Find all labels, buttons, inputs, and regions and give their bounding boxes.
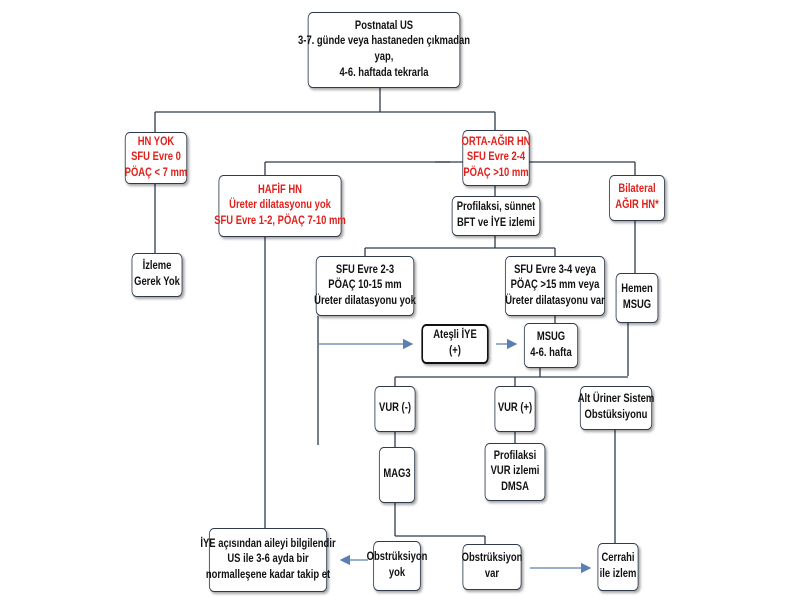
node-msug-line-1: MSUG [536,330,566,343]
node-hn-yok: HN YOK SFU Evre 0 PÖAÇ < 7 mm [125,132,187,184]
node-cerrahi-izlem: Cerrahi ile izlem [597,543,639,591]
node-profilaksi-bft-line-2: BFT ve İYE izlemi [456,217,536,229]
node-obs-yok-line-1: Obstrüksiyon [366,551,428,564]
node-obs-yok-line-2: yok [388,567,406,579]
node-sfu23-line-1: SFU Evre 2-3 [335,263,395,276]
node-izleme-gerek-yok: İzleme Gerek Yok [131,253,183,297]
node-hemen-msug: Hemen MSUG [615,273,659,323]
node-sfu-evre-2-3: SFU Evre 2-3 PÖAÇ 10-15 mm Üreter dilata… [314,256,416,316]
node-orta-agir-line-1: ORTA-AĞIR HN [461,135,531,148]
node-obstruksiyon-var: Obstrüksiyon var [461,544,523,590]
node-orta-agir-line-3: PÖAÇ >10 mm [463,166,529,179]
node-hemen-line-2: MSUG [622,299,652,311]
node-orta-agir-line-2: SFU Evre 2-4 [466,151,526,164]
node-vur-negatif: VUR (-) [374,386,416,432]
node-bilateral-line-2: AĞIR HN* [615,199,659,211]
node-atesli-line-2: (+) [449,345,461,357]
node-iye-aile-line-3: normalleşene kadar takip et [205,568,331,581]
node-profilaksi-vur-line-3: DMSA [501,480,529,493]
node-profilaksi-vur-dmsa: Profilaksi VUR izlemi DMSA [484,443,546,501]
node-obs-var-line-1: Obstrüksiyon [461,552,523,565]
node-hafif-line-1: HAFİF HN [257,183,302,196]
node-profilaksi-vur-line-2: VUR izlemi [490,465,540,478]
node-sfu34-line-3: Üreter dilatasyonu var [505,294,605,307]
node-alt-uriner-line-1: Alt Üriner Sistem [577,393,655,406]
node-bilateral-line-1: Bilateral [618,183,656,196]
node-vur-pozitif: VUR (+) [494,386,536,432]
node-izleme-line-2: Gerek Yok [134,276,180,288]
node-hn-yok-line-1: HN YOK [137,135,175,148]
node-postnatal-line-3: yap, [374,51,394,63]
node-iye-aile-line-2: US ile 3-6 ayda bir [227,553,309,566]
node-atesli-line-1: Ateşli İYE [433,329,477,342]
node-hafif-line-3: SFU Evre 1-2, PÖAÇ 7-10 mm [214,214,346,227]
node-hafif-line-2: Üreter dilatasyonu yok [229,199,331,212]
node-hn-yok-line-3: PÖAÇ < 7 mm [124,166,188,179]
node-sfu-evre-3-4: SFU Evre 3-4 veya PÖAÇ >15 mm veya Ürete… [504,256,606,316]
node-sfu34-line-1: SFU Evre 3-4 veya [514,263,596,276]
node-obs-var-line-2: var [484,568,500,580]
node-profilaksi-bft: Profilaksi, sünnet BFT ve İYE izlemi [451,196,541,236]
node-postnatal-us: Postnatal US 3-7. günde veya hastaneden … [298,12,470,88]
node-iye-aile-line-1: İYE açısından aileyi bilgilendir [200,537,336,550]
node-hemen-line-1: Hemen [621,283,653,296]
node-postnatal-line-2: 3-7. günde veya hastaneden çıkmadan [298,35,470,48]
node-profilaksi-bft-line-1: Profilaksi, sünnet [456,201,536,214]
node-mag3: MAG3 [378,447,416,503]
node-msug-4-6-hafta: MSUG 4-6. hafta [523,323,579,368]
node-izleme-line-1: İzleme [142,260,172,273]
node-profilaksi-vur-line-1: Profilaksi [493,449,537,462]
node-vur-pos-line-1: VUR (+) [497,402,533,415]
node-atesli-iye: Ateşli İYE (+) [421,324,489,364]
node-msug-line-2: 4-6. hafta [530,346,572,359]
node-alt-uriner-line-2: Obstüksiyonu [584,409,648,421]
node-hn-yok-line-2: SFU Evre 0 [131,151,181,164]
node-vur-neg-line-1: VUR (-) [379,402,411,415]
node-bilateral-agir-hn: Bilateral AĞIR HN* [609,175,665,221]
node-alt-uriner-sistem: Alt Üriner Sistem Obstüksiyonu [577,386,655,430]
node-sfu34-line-2: PÖAÇ >15 mm veya [510,279,600,292]
node-orta-agir-hn: ORTA-AĞIR HN SFU Evre 2-4 PÖAÇ >10 mm [461,130,531,186]
node-cerrahi-line-2: ile izlem [599,568,637,580]
node-postnatal-line-4: 4-6. haftada tekrarla [339,66,429,79]
node-sfu23-line-3: Üreter dilatasyonu yok [314,294,416,307]
node-mag3-line-1: MAG3 [383,468,411,481]
node-obstruksiyon-yok: Obstrüksiyon yok [367,541,427,591]
node-cerrahi-line-1: Cerrahi [601,552,635,565]
node-hafif-hn: HAFİF HN Üreter dilatasyonu yok SFU Evre… [214,175,346,237]
node-sfu23-line-2: PÖAÇ 10-15 mm [328,279,402,292]
node-iye-aile-bilgilendir: İYE açısından aileyi bilgilendir US ile … [200,528,336,592]
node-postnatal-line-1: Postnatal US [354,19,414,32]
